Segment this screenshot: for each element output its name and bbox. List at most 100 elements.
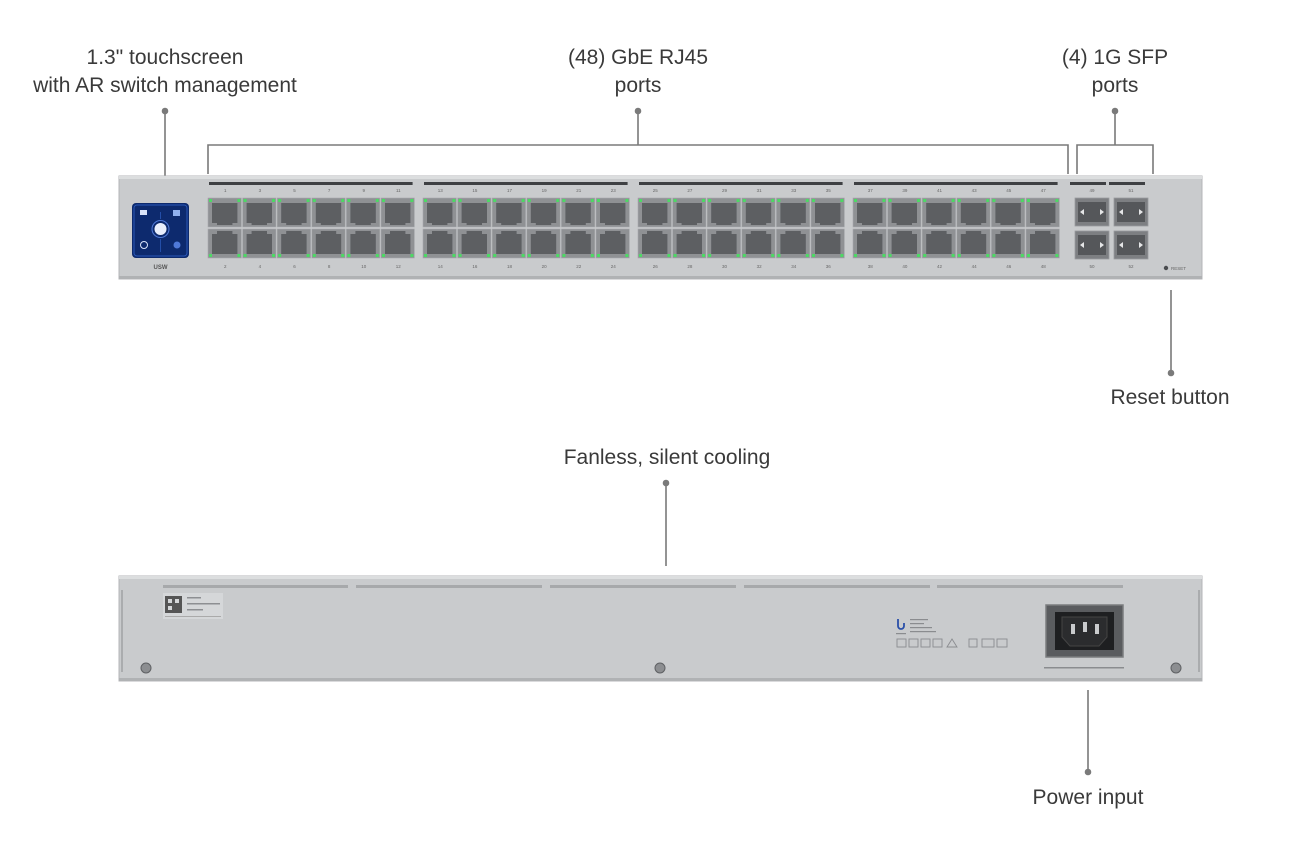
link-led [410, 199, 414, 202]
port-number-label: 39 [902, 188, 908, 193]
touchscreen-center-icon [154, 223, 167, 235]
sfp-callout-line2: ports [1091, 74, 1139, 97]
rj45-port[interactable] [991, 197, 1026, 228]
rj45-port[interactable] [776, 228, 811, 259]
rj45-port[interactable] [637, 197, 672, 228]
rj45-port[interactable] [526, 197, 561, 228]
link-led [424, 199, 427, 202]
certification-marks-icon [896, 638, 1008, 648]
rj45-port[interactable] [561, 197, 596, 228]
link-led [341, 254, 345, 257]
sfp-group-bar [1109, 182, 1145, 185]
port-number-label: 10 [361, 264, 367, 269]
rj45-port[interactable] [887, 228, 922, 259]
link-led [458, 254, 462, 257]
link-led [1055, 199, 1059, 202]
touchscreen-center-ring [151, 220, 170, 238]
rj45-port[interactable] [991, 228, 1026, 259]
rj45-port[interactable] [311, 197, 346, 228]
link-led [777, 199, 781, 202]
rj45-port[interactable] [852, 197, 887, 228]
port-number-label: 47 [1041, 188, 1047, 193]
rj45-port[interactable] [810, 228, 845, 259]
link-led [209, 254, 212, 257]
rj45-port[interactable] [346, 197, 381, 228]
rj45-port[interactable] [422, 197, 457, 228]
port-number-label: 8 [328, 264, 331, 269]
rj45-port[interactable] [637, 228, 672, 259]
vent-slot [163, 585, 348, 588]
port-number-label: 6 [293, 264, 296, 269]
sfp-port[interactable] [1113, 197, 1149, 227]
rj45-port[interactable] [956, 228, 991, 259]
rj45-port[interactable] [1025, 228, 1060, 259]
rj45-port[interactable] [491, 228, 526, 259]
rj45-port[interactable] [1025, 197, 1060, 228]
rj45-port[interactable] [672, 228, 707, 259]
rj45-port[interactable] [810, 197, 845, 228]
port-number-label: 15 [472, 188, 478, 193]
sfp-port[interactable] [1074, 197, 1110, 227]
rj45-port[interactable] [672, 197, 707, 228]
sfp-port[interactable] [1074, 230, 1110, 260]
rj45-port[interactable] [887, 197, 922, 228]
link-led [882, 254, 886, 257]
link-led [487, 254, 490, 257]
port-number-label: 31 [757, 188, 763, 193]
link-led [590, 254, 594, 257]
rj45-port[interactable] [242, 197, 277, 228]
touchscreen-leader-dot [161, 107, 169, 115]
rj45-port[interactable] [457, 197, 492, 228]
link-led [742, 254, 746, 257]
rj45-port[interactable] [741, 228, 776, 259]
link-led [951, 199, 955, 202]
rj45-port[interactable] [741, 197, 776, 228]
front-chassis [118, 175, 1203, 280]
rj45-port[interactable] [706, 228, 741, 259]
link-led [854, 199, 857, 202]
port-number-label: 23 [611, 188, 617, 193]
rj45-port[interactable] [422, 228, 457, 259]
rj45-port[interactable] [276, 228, 311, 259]
rj45-port[interactable] [526, 228, 561, 259]
port-number-label: 5 [293, 188, 296, 193]
link-led [986, 254, 990, 257]
rj45-port[interactable] [595, 228, 630, 259]
link-led [382, 199, 385, 202]
link-led [424, 254, 427, 257]
link-led [382, 254, 385, 257]
rj45-port[interactable] [242, 228, 277, 259]
link-led [742, 199, 746, 202]
port-number-label: 12 [396, 264, 402, 269]
link-led [736, 254, 740, 257]
rj45-port[interactable] [380, 197, 415, 228]
rj45-port[interactable] [956, 197, 991, 228]
link-led [556, 199, 560, 202]
sfp-port[interactable] [1113, 230, 1149, 260]
reset-pinhole[interactable] [1163, 265, 1169, 271]
link-led [272, 199, 275, 202]
rj45-port[interactable] [595, 197, 630, 228]
port-number-label: 29 [722, 188, 728, 193]
rj45-port[interactable] [921, 197, 956, 228]
rj45-port[interactable] [706, 197, 741, 228]
rj45-port[interactable] [561, 228, 596, 259]
link-led [951, 254, 955, 257]
rj45-port[interactable] [852, 228, 887, 259]
link-led [639, 199, 642, 202]
rj45-port[interactable] [380, 228, 415, 259]
rj45-port[interactable] [276, 197, 311, 228]
rj45-port[interactable] [491, 197, 526, 228]
rj45-port[interactable] [457, 228, 492, 259]
leader-lines [161, 107, 1175, 776]
link-led [771, 254, 775, 257]
port-group-bar [854, 182, 1058, 185]
link-led [992, 254, 996, 257]
rj45-port[interactable] [776, 197, 811, 228]
rj45-port[interactable] [346, 228, 381, 259]
port-number-label: 35 [826, 188, 832, 193]
rj45-port[interactable] [207, 197, 242, 228]
rj45-port[interactable] [921, 228, 956, 259]
rj45-port[interactable] [311, 228, 346, 259]
rj45-port[interactable] [207, 228, 242, 259]
